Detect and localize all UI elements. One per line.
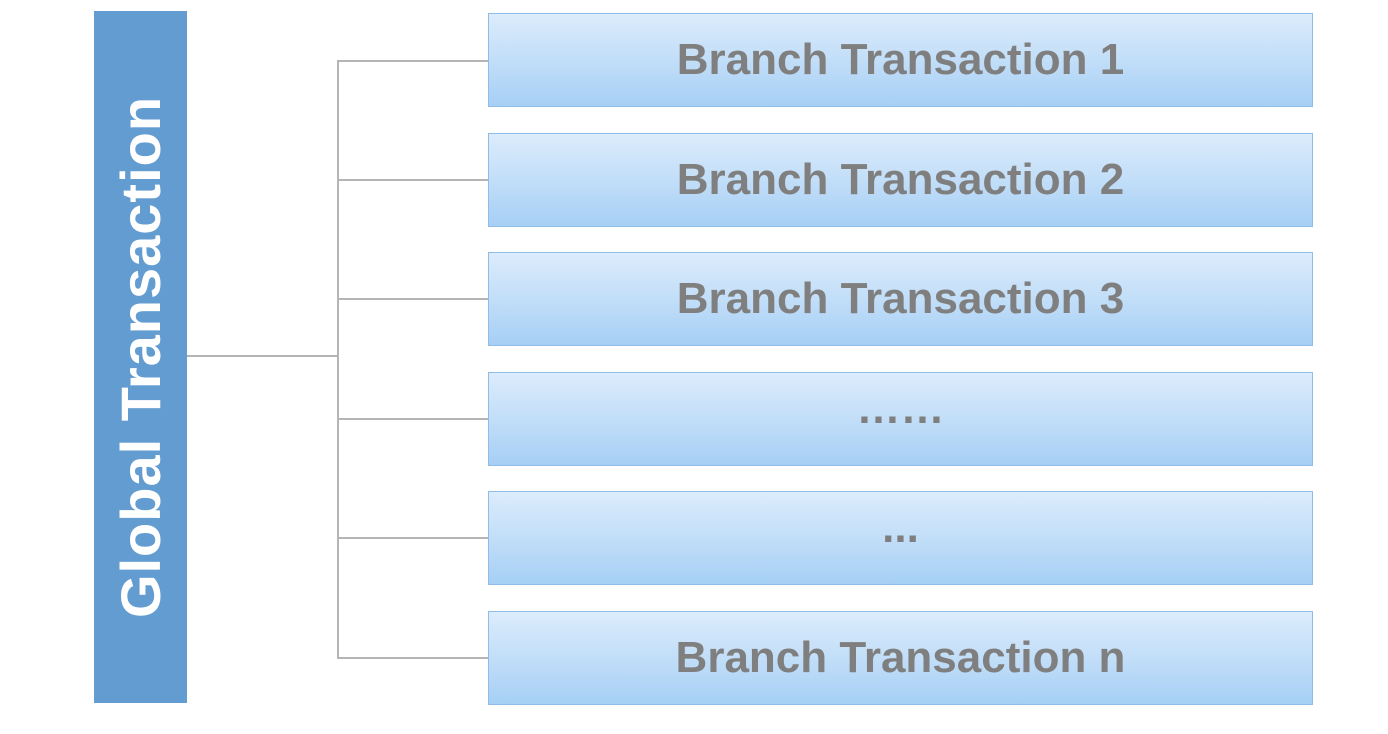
branch-box-2: Branch Transaction 2	[488, 133, 1313, 227]
branch-box-6: Branch Transaction n	[488, 611, 1313, 705]
global-transaction-label: Global Transaction	[108, 95, 172, 619]
branch-label: Branch Transaction 1	[676, 35, 1125, 84]
branch-box-1: Branch Transaction 1	[488, 13, 1313, 107]
branch-box-4: ……	[488, 372, 1313, 466]
connector-branch-1	[337, 60, 488, 62]
branch-label: Branch Transaction n	[675, 633, 1126, 682]
branch-box-3: Branch Transaction 3	[488, 252, 1313, 346]
branch-box-5: ...	[488, 491, 1313, 585]
branch-label: Branch Transaction 2	[676, 155, 1125, 204]
connector-branch-2	[337, 179, 488, 181]
global-transaction-box: Global Transaction	[94, 11, 187, 703]
connector-branch-6	[337, 657, 488, 659]
connector-branch-4	[337, 418, 488, 420]
connector-main	[187, 355, 339, 357]
connector-branch-3	[337, 298, 488, 300]
branch-ellipsis-label: ……	[856, 384, 945, 433]
connector-spine	[337, 60, 339, 659]
branch-label: Branch Transaction 3	[676, 274, 1125, 323]
connector-branch-5	[337, 537, 488, 539]
branch-ellipsis-label: ...	[882, 503, 919, 552]
